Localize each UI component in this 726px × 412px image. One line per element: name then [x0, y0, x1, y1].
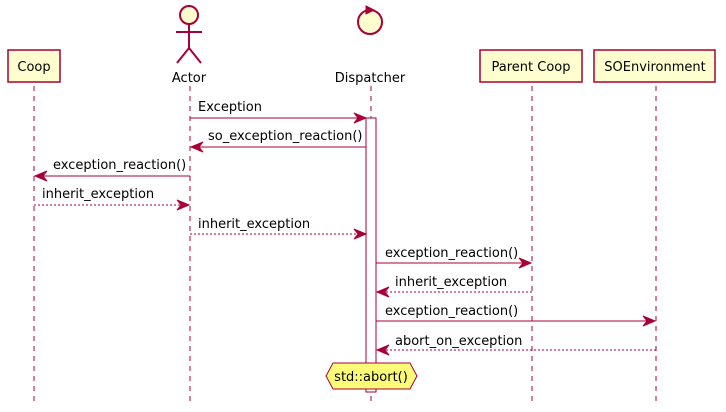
participant-coop-label: Coop [17, 60, 50, 75]
participant-dispatcher: Dispatcher [335, 5, 406, 86]
arrow-right-icon [353, 228, 368, 240]
message-so-exception-reaction-label: so_exception_reaction() [208, 129, 362, 144]
abort-note-hexagon [325, 362, 418, 390]
participant-parent-coop-box [479, 49, 583, 83]
message-so-exception-reaction: so_exception_reaction() [189, 129, 366, 153]
participant-coop-box [7, 49, 61, 83]
message-inherit-exception-to-dispatcher-label: inherit_exception [198, 217, 310, 232]
control-circle-icon [357, 5, 383, 35]
arrow-left-icon [189, 141, 204, 153]
abort-note-label: std::abort() [334, 370, 408, 385]
message-exception-reaction-to-parent-coop: exception_reaction() [376, 246, 533, 269]
arrow-left-icon [33, 170, 48, 182]
message-exception-reaction-to-parent-coop-label: exception_reaction() [385, 246, 518, 261]
participant-dispatcher-label: Dispatcher [335, 71, 406, 86]
message-abort-on-exception: abort_on_exception [375, 334, 656, 356]
message-inherit-exception-to-actor-label: inherit_exception [42, 187, 154, 202]
message-inherit-exception-from-parent-coop: inherit_exception [375, 275, 532, 298]
arrow-left-icon [375, 344, 390, 356]
arrow-right-icon [176, 199, 191, 211]
message-inherit-exception-to-actor: inherit_exception [34, 187, 191, 211]
arrow-right-icon [353, 112, 368, 124]
participant-actor: Actor [172, 5, 207, 86]
participant-soenvironment-label: SOEnvironment [604, 60, 706, 75]
participant-parent-coop: Parent Coop [479, 49, 583, 83]
message-abort-on-exception-label: abort_on_exception [395, 334, 522, 349]
message-inherit-exception-to-dispatcher: inherit_exception [190, 217, 368, 240]
message-exception-reaction-to-soenvironment-label: exception_reaction() [385, 304, 518, 319]
participant-soenvironment: SOEnvironment [593, 49, 716, 83]
message-inherit-exception-from-parent-coop-label: inherit_exception [395, 275, 507, 290]
message-exception-reaction-to-coop: exception_reaction() [33, 158, 190, 182]
participant-coop: Coop [7, 49, 61, 83]
arrow-left-icon [375, 286, 390, 298]
arrow-right-icon [642, 315, 657, 327]
abort-note: std::abort() [325, 362, 418, 390]
message-exception: Exception [190, 100, 368, 124]
participant-parent-coop-label: Parent Coop [492, 60, 571, 75]
participant-actor-label: Actor [172, 71, 207, 86]
arrow-right-icon [518, 257, 533, 269]
message-exception-reaction-to-soenvironment: exception_reaction() [376, 304, 657, 327]
message-exception-label: Exception [198, 100, 262, 115]
dispatcher-activation-bar [365, 117, 377, 393]
participant-soenvironment-box [593, 49, 716, 83]
message-exception-reaction-to-coop-label: exception_reaction() [53, 158, 186, 173]
stick-figure-icon [176, 5, 202, 64]
